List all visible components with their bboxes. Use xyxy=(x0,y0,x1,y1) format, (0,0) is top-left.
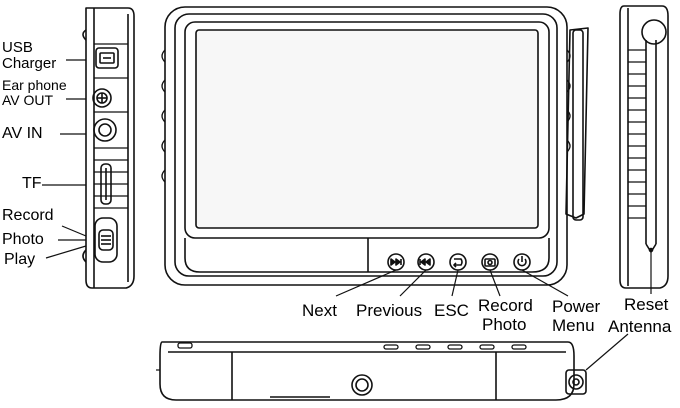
label-play: Play xyxy=(4,251,36,268)
front-view xyxy=(161,6,589,297)
esc-icon xyxy=(449,253,467,271)
label-av-in: AV IN xyxy=(2,125,43,142)
mode-switch-icon xyxy=(94,217,118,263)
label-record-photo-1: Record xyxy=(478,296,533,315)
label-photo: Photo xyxy=(2,231,44,248)
label-ear-phone: Ear phone xyxy=(2,77,67,93)
previous-icon xyxy=(417,253,435,271)
earphone-jack-icon xyxy=(92,88,112,108)
av-in-jack-icon xyxy=(93,118,117,142)
label-reset: Reset xyxy=(624,295,669,314)
label-power: Power xyxy=(552,297,601,316)
bottom-view xyxy=(156,333,629,401)
tf-slot-icon xyxy=(100,163,112,205)
usb-port-icon xyxy=(95,47,119,69)
label-esc: ESC xyxy=(434,301,469,320)
label-usb: USB xyxy=(2,39,33,56)
label-record: Record xyxy=(2,207,54,224)
label-record-photo-2: Photo xyxy=(482,315,527,334)
label-previous: Previous xyxy=(356,301,423,320)
screen xyxy=(195,29,539,229)
label-next: Next xyxy=(302,301,337,320)
camera-icon xyxy=(481,253,499,271)
right-side-view xyxy=(619,5,669,294)
power-icon xyxy=(513,253,531,271)
label-tf: TF xyxy=(22,175,42,192)
reset-hole-icon xyxy=(648,247,654,253)
label-av-out: AV OUT xyxy=(2,92,54,108)
label-antenna: Antenna xyxy=(608,317,672,336)
label-charger: Charger xyxy=(2,55,57,72)
antenna-knob-icon xyxy=(565,369,587,395)
label-menu: Menu xyxy=(552,316,595,335)
next-icon xyxy=(387,253,405,271)
left-side-view xyxy=(42,7,135,289)
